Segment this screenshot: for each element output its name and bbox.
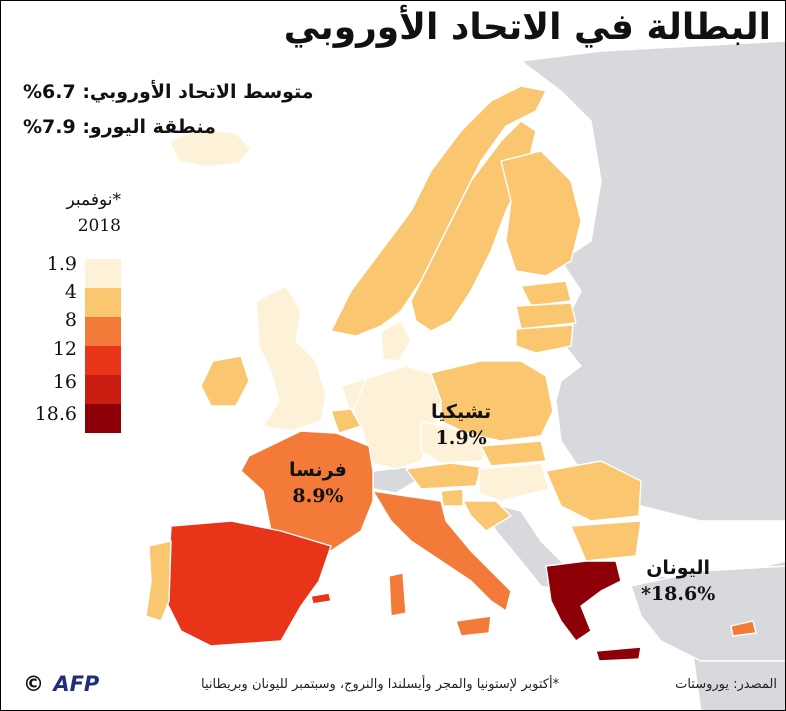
legend-swatch-3	[85, 375, 121, 404]
legend-swatch-lowest	[85, 259, 121, 288]
label-czechia: تشيكيا 1.9%	[431, 399, 491, 451]
page-title: البطالة في الاتحاد الأوروبي	[283, 7, 771, 48]
legend-swatch-0	[85, 288, 121, 317]
afp-logo: © AFP	[23, 672, 99, 696]
label-greece-name: اليونان	[646, 557, 711, 579]
label-france-name: فرنسا	[289, 459, 347, 481]
country-czechia	[420, 420, 492, 464]
country-balearics	[310, 592, 332, 605]
label-greece: اليونان *18.6%	[641, 555, 715, 607]
country-greece	[545, 560, 622, 642]
legend-swatch-1	[85, 317, 121, 346]
legend-label-3: 12	[52, 338, 77, 360]
country-romania	[545, 460, 642, 522]
legend-label-1: 4	[64, 281, 77, 303]
label-czechia-value: 1.9%	[435, 427, 487, 449]
legend-title-month: نوفمبر*	[66, 190, 121, 210]
country-poland	[430, 360, 554, 442]
country-france	[240, 430, 374, 552]
legend-label-2: 8	[64, 309, 77, 331]
legend-label-4: 16	[52, 371, 77, 393]
country-bulgaria	[570, 520, 642, 562]
country-crete	[595, 646, 642, 662]
label-france: فرنسا 8.9%	[289, 457, 347, 509]
country-estonia	[520, 280, 572, 307]
country-hungary	[478, 462, 550, 502]
country-slovenia	[440, 488, 464, 507]
country-cyprus	[730, 620, 757, 637]
country-norway	[330, 85, 547, 337]
legend-swatches	[85, 259, 121, 433]
legend-label-0: 1.9	[46, 253, 77, 275]
copyright-symbol: ©	[23, 672, 44, 696]
legend-title-year: 2018	[77, 216, 121, 236]
country-spain	[165, 520, 332, 647]
non-eu-turkey	[630, 565, 785, 662]
country-austria	[405, 462, 482, 490]
footer-note: *أكتوبر لإستونيا والمجر وأيسلندا والنروج…	[201, 677, 560, 692]
country-sardinia	[388, 572, 407, 617]
country-sicily	[455, 615, 492, 637]
legend-title: نوفمبر* 2018	[46, 187, 136, 239]
country-finland	[500, 150, 582, 277]
country-croatia	[462, 500, 512, 532]
legend-swatch-2	[85, 346, 121, 375]
afp-logo-text: AFP	[53, 672, 100, 696]
country-denmark	[380, 320, 412, 362]
legend-label-5: 18.6	[34, 403, 77, 425]
eurozone-average: منطقة اليورو: 7.9%	[23, 116, 216, 138]
label-france-value: 8.9%	[292, 485, 344, 507]
eu-average: متوسط الاتحاد الأوروبي: 6.7%	[23, 81, 314, 103]
label-czechia-name: تشيكيا	[431, 401, 492, 423]
footer-source: المصدر: يوروستات	[675, 677, 777, 692]
country-ireland	[200, 355, 250, 407]
country-germany	[352, 365, 442, 470]
country-latvia	[515, 302, 577, 330]
country-lithuania	[515, 324, 574, 354]
legend-swatch-4	[85, 404, 121, 433]
country-italy	[372, 490, 512, 612]
country-portugal	[145, 540, 172, 622]
country-slovakia	[480, 440, 547, 467]
country-uk	[255, 285, 327, 432]
country-iceland	[168, 128, 252, 168]
label-greece-value: *18.6%	[641, 583, 716, 605]
